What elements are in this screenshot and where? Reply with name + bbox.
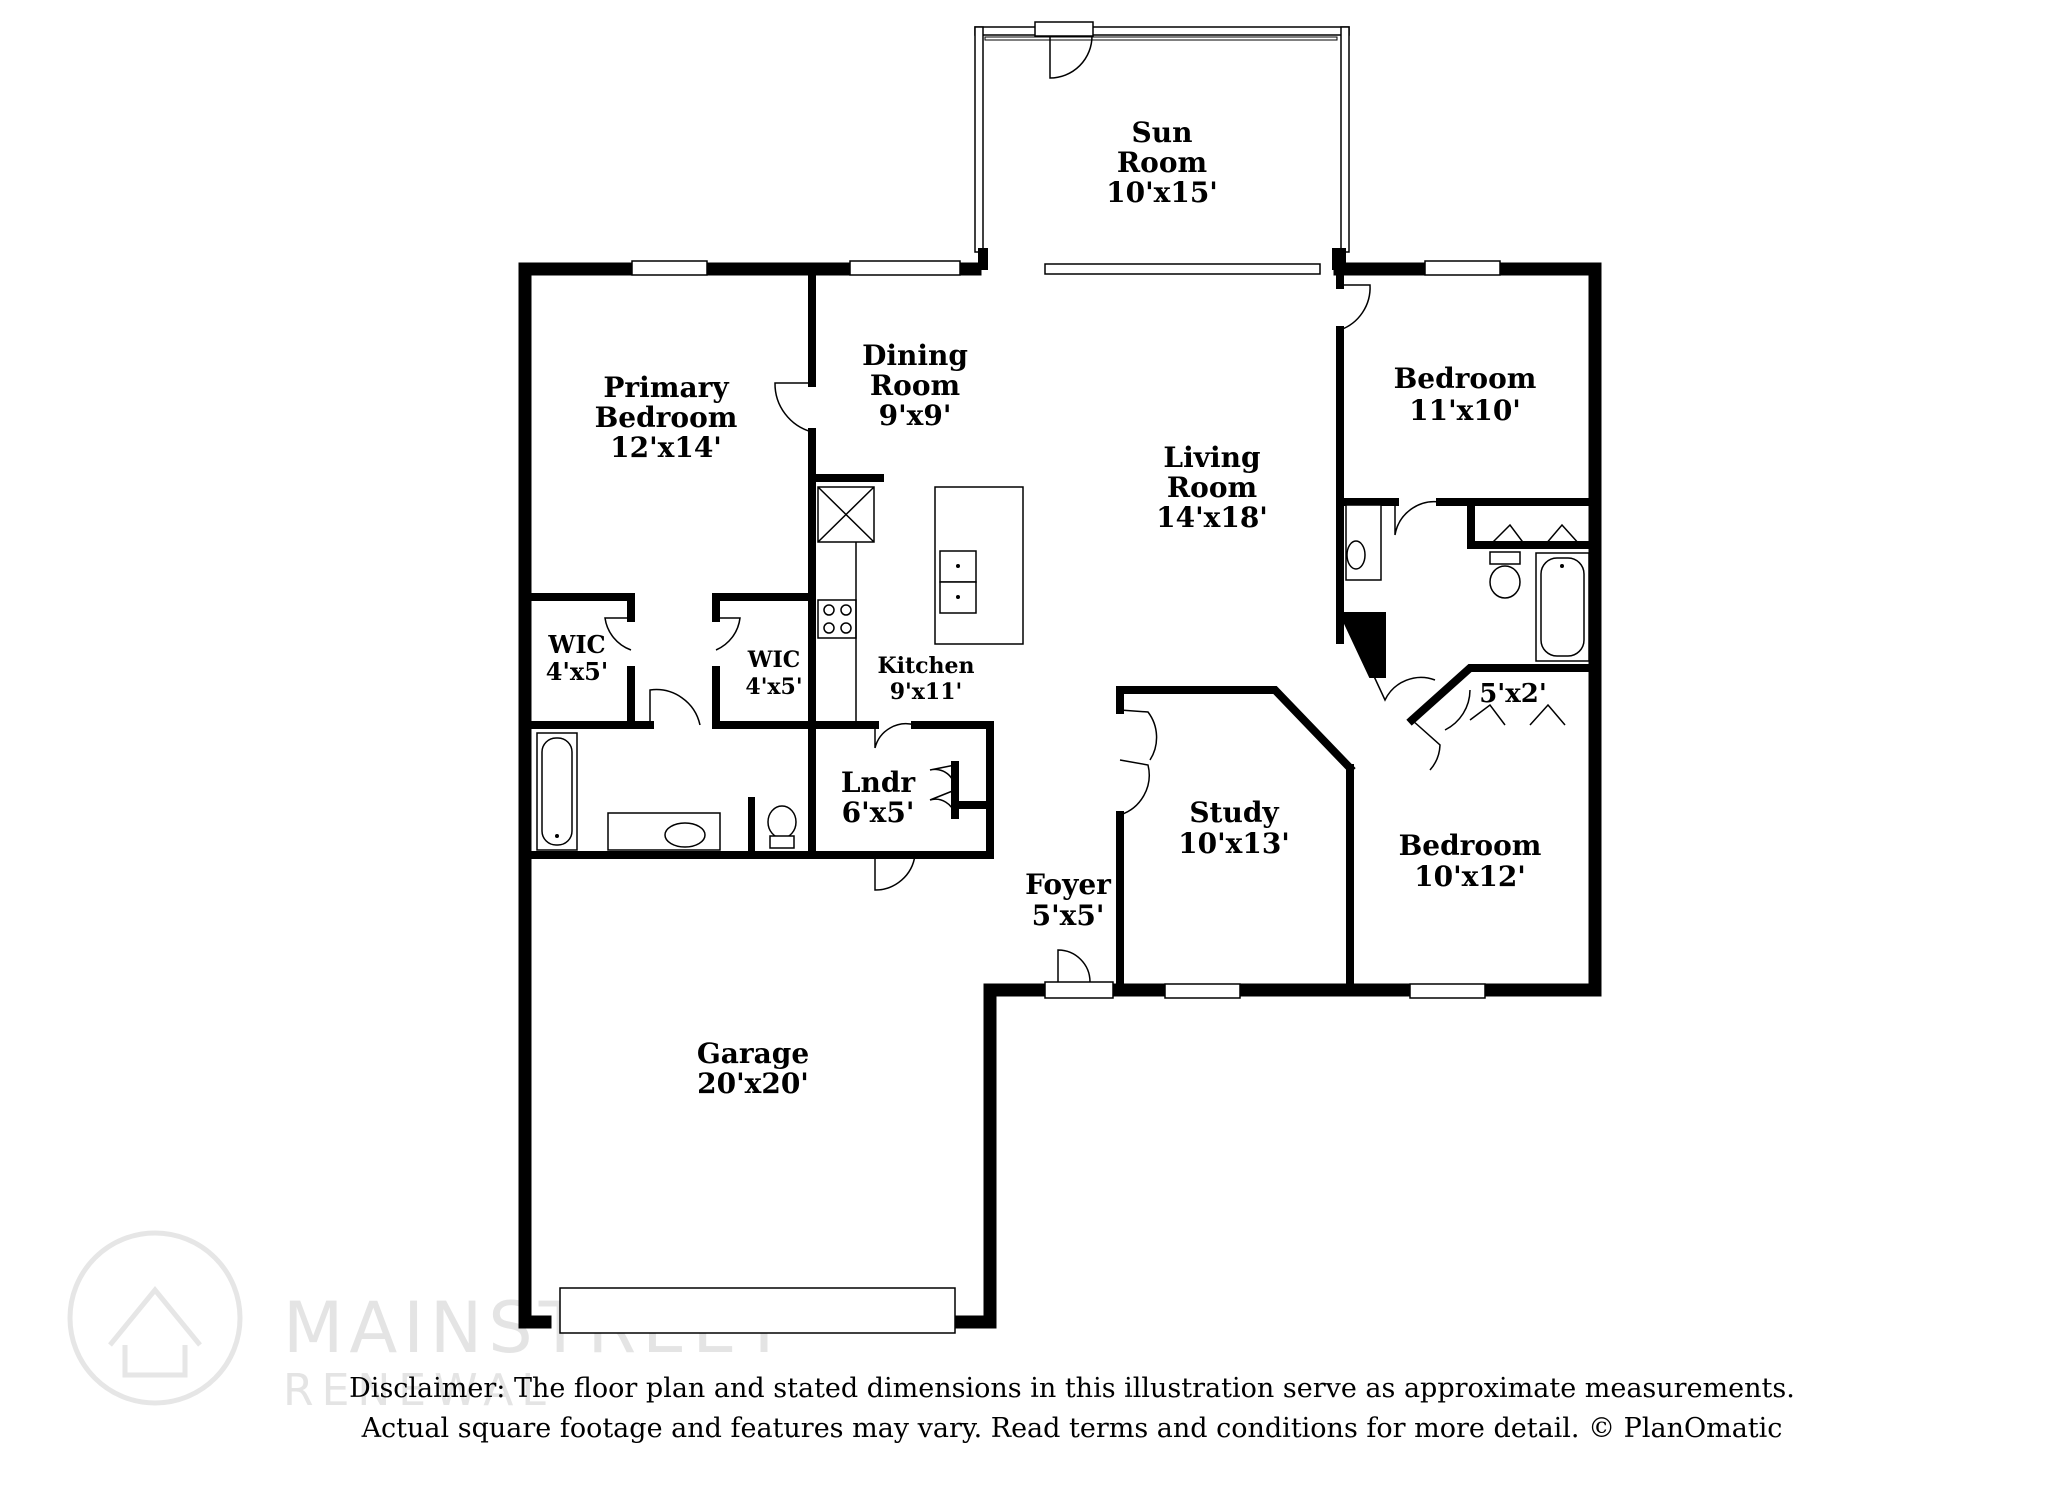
disclaimer-line-1: Disclaimer: The floor plan and stated di… [349,1373,1795,1404]
doors [604,284,1581,891]
interior-walls [526,269,1599,994]
watermark-sub: RENEWAL [283,1365,554,1416]
bathroom-fixtures [536,504,1590,852]
disclaimer-line-2: Actual square footage and features may v… [361,1413,1783,1444]
watermark-house-icon [108,1286,202,1378]
fireplace-icon [1338,612,1386,678]
kitchen-fixtures [817,486,1024,725]
room-size-closet-small: 5'x2' [1479,679,1547,709]
windows [559,260,1501,1334]
sun-room-walls [974,21,1350,270]
watermark-circle-icon [67,1230,243,1406]
